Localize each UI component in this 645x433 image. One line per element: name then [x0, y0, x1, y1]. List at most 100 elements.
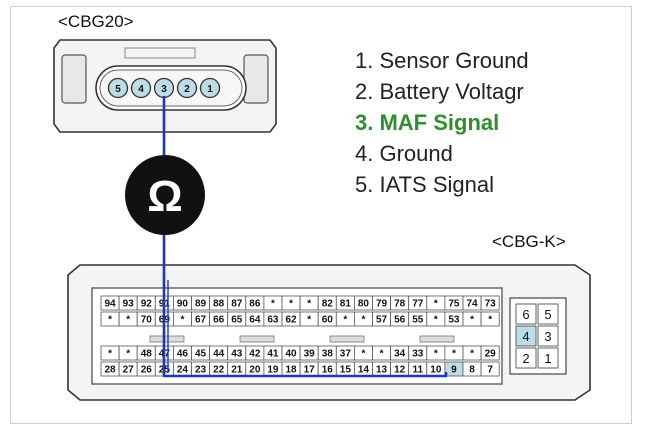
cbg-k-pin — [480, 361, 500, 377]
legend-item: 2. Battery Voltagr — [355, 79, 524, 104]
pin-legend: 1. Sensor Ground 2. Battery Voltagr 3. MAF… — [355, 48, 529, 197]
cbg20-pin — [107, 77, 129, 99]
key-slot — [419, 335, 455, 343]
cbg20-pin-number: 5 — [115, 84, 121, 95]
cbg-k-side-pin — [515, 303, 537, 325]
cbg20-pin-number: 2 — [184, 84, 190, 95]
cbg-k-pin-number: 93 — [123, 299, 135, 310]
cbg-k-pin-number: 29 — [485, 349, 497, 360]
cbg-k-pin-number: 38 — [322, 349, 334, 360]
cbg20-pin-number: 4 — [138, 84, 144, 95]
cbg-k-pin-number: 78 — [394, 299, 406, 310]
cbg-k-pin-number: * — [307, 315, 311, 326]
cbg-k-pin-number: 23 — [195, 365, 207, 376]
cbg-k-pin-number: * — [108, 349, 112, 360]
cbg-k-side-pin — [515, 325, 537, 347]
cbg-k-side-pin — [537, 347, 559, 369]
cbg-k-pin-number: 26 — [141, 365, 153, 376]
cbg-k-pin-number: 10 — [430, 365, 442, 376]
cbg-k-pin-number: 62 — [285, 315, 297, 326]
legend-item: 1. Sensor Ground — [355, 48, 529, 73]
cbg-k-pin — [480, 295, 500, 311]
cbg-k-pin-number: 90 — [177, 299, 189, 310]
cbg-k-pin-number: 44 — [213, 349, 225, 360]
legend-item: 3. MAF Signal — [355, 110, 499, 135]
cbg-k-pin-number: 70 — [141, 315, 153, 326]
cbg-k-pin-number: * — [488, 315, 492, 326]
cbg-k-pin-number: 9 — [451, 365, 457, 376]
cbg-k-pin-number: 56 — [394, 315, 406, 326]
cbg-k-label: <CBG-K> — [492, 232, 566, 251]
cbg-k-pin-number: 42 — [249, 349, 261, 360]
cbg-k-pin-number: * — [434, 315, 438, 326]
cbg-k-pin-number: 8 — [469, 365, 475, 376]
legend-item: 5. IATS Signal — [355, 172, 494, 197]
cbg-k-pin-number: 82 — [322, 299, 334, 310]
cbg-k-pin-number: 65 — [231, 315, 243, 326]
cbg-k-connector — [67, 264, 591, 401]
cbg-k-pin-number: 40 — [285, 349, 297, 360]
cbg-k-pin-number: 16 — [322, 365, 334, 376]
cbg20-pin — [176, 77, 198, 99]
cbg-k-pin-number: * — [434, 349, 438, 360]
key-slot — [149, 335, 185, 343]
cbg-k-pin-number: 55 — [412, 315, 424, 326]
cbg-k-pin-number: * — [108, 315, 112, 326]
cbg-k-pin-number: 39 — [304, 349, 316, 360]
cbg-k-pin-number: 19 — [267, 365, 279, 376]
cbg-k-pin-number: * — [289, 299, 293, 310]
cbg-k-side-pin — [537, 303, 559, 325]
cbg-k-pin-number: 48 — [141, 349, 153, 360]
cbg-k-pin-number: 46 — [177, 349, 189, 360]
cbg-k-pin-number: * — [126, 315, 130, 326]
measurement-wire — [162, 96, 448, 378]
cbg-k-pin-number: 88 — [213, 299, 225, 310]
ohm-symbol: Ω — [147, 172, 182, 221]
cbg-k-pin-number: * — [271, 299, 275, 310]
cbg-k-side-pin-number: 1 — [544, 351, 551, 366]
cbg-k-side-pin-number: 6 — [522, 307, 529, 322]
cbg-k-pin-number: 77 — [412, 299, 424, 310]
cbg-k-pin-number: 79 — [376, 299, 388, 310]
cbg-k-pin-number: 18 — [285, 365, 297, 376]
cbg-k-side-pin-number: 2 — [522, 351, 529, 366]
cbg-k-pin-number: 53 — [448, 315, 460, 326]
cbg-k-pin-number: 21 — [231, 365, 243, 376]
cbg-k-pin-number: * — [307, 299, 311, 310]
cbg-k-pin-number: 80 — [358, 299, 370, 310]
cbg-k-pin-number: * — [343, 315, 347, 326]
ohm-icon — [125, 155, 205, 235]
cbg-k-pin-number: 64 — [249, 315, 261, 326]
cbg-k-pin-number: * — [126, 349, 130, 360]
cbg-k-pin-number: * — [452, 349, 456, 360]
cbg-k-pin-number: 89 — [195, 299, 207, 310]
cbg-k-pin-number: 43 — [231, 349, 243, 360]
cbg-k-pin-number: 7 — [487, 365, 493, 376]
wire-line — [162, 96, 448, 378]
cbg-k-pin-number: * — [380, 349, 384, 360]
cbg-k-pin-number: 63 — [267, 315, 279, 326]
cbg-k-pin-number: 15 — [340, 365, 352, 376]
cbg-k-pin-number: 14 — [358, 365, 370, 376]
cbg20-pin-number: 3 — [161, 84, 167, 95]
cbg-k-pin-number: 92 — [141, 299, 153, 310]
cbg20-pin — [130, 77, 152, 99]
cbg-k-pin-number: 86 — [249, 299, 261, 310]
cbg20-pin-number: 1 — [207, 84, 213, 95]
cbg-k-pin — [480, 345, 500, 361]
cbg-k-pin-number: 81 — [340, 299, 352, 310]
cbg-k-pin-number: 75 — [448, 299, 460, 310]
cbg20-label: <CBG20> — [58, 12, 134, 31]
key-slot — [329, 335, 365, 343]
cbg-k-pin-number: * — [434, 299, 438, 310]
cbg-k-pin-number: 37 — [340, 349, 352, 360]
cbg-k-side-pin — [537, 325, 559, 347]
cbg-k-pin-number: 41 — [267, 349, 279, 360]
cbg-k-pin-number: 27 — [123, 365, 135, 376]
cbg-k-pin-number: 45 — [195, 349, 207, 360]
cbg-k-pin-number: 11 — [412, 365, 423, 376]
cbg-k-pin-number: 74 — [466, 299, 478, 310]
ohmmeter: Ω — [125, 155, 205, 235]
